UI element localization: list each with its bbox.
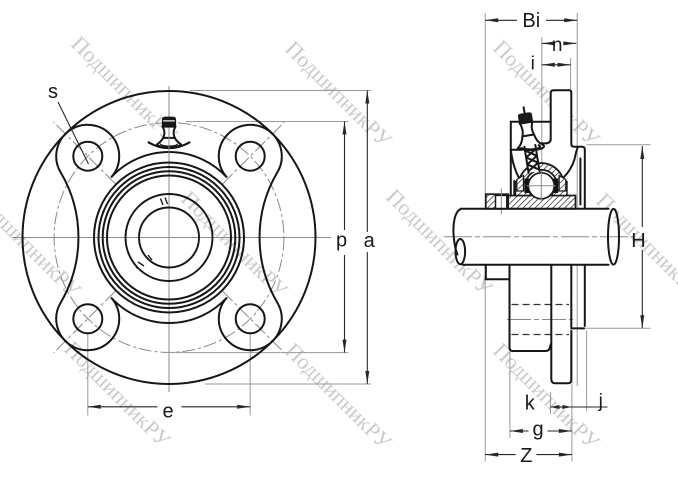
- svg-text:s: s: [48, 81, 58, 103]
- svg-text:k: k: [525, 393, 536, 415]
- svg-text:Z: Z: [520, 445, 532, 467]
- svg-text:n: n: [552, 35, 563, 56]
- svg-text:j: j: [598, 391, 603, 412]
- svg-text:p: p: [336, 230, 347, 252]
- svg-text:g: g: [532, 418, 543, 440]
- svg-text:e: e: [162, 401, 173, 423]
- svg-text:Bi: Bi: [522, 10, 540, 32]
- svg-text:i: i: [531, 53, 535, 74]
- svg-text:a: a: [364, 230, 376, 252]
- svg-text:H: H: [631, 230, 645, 252]
